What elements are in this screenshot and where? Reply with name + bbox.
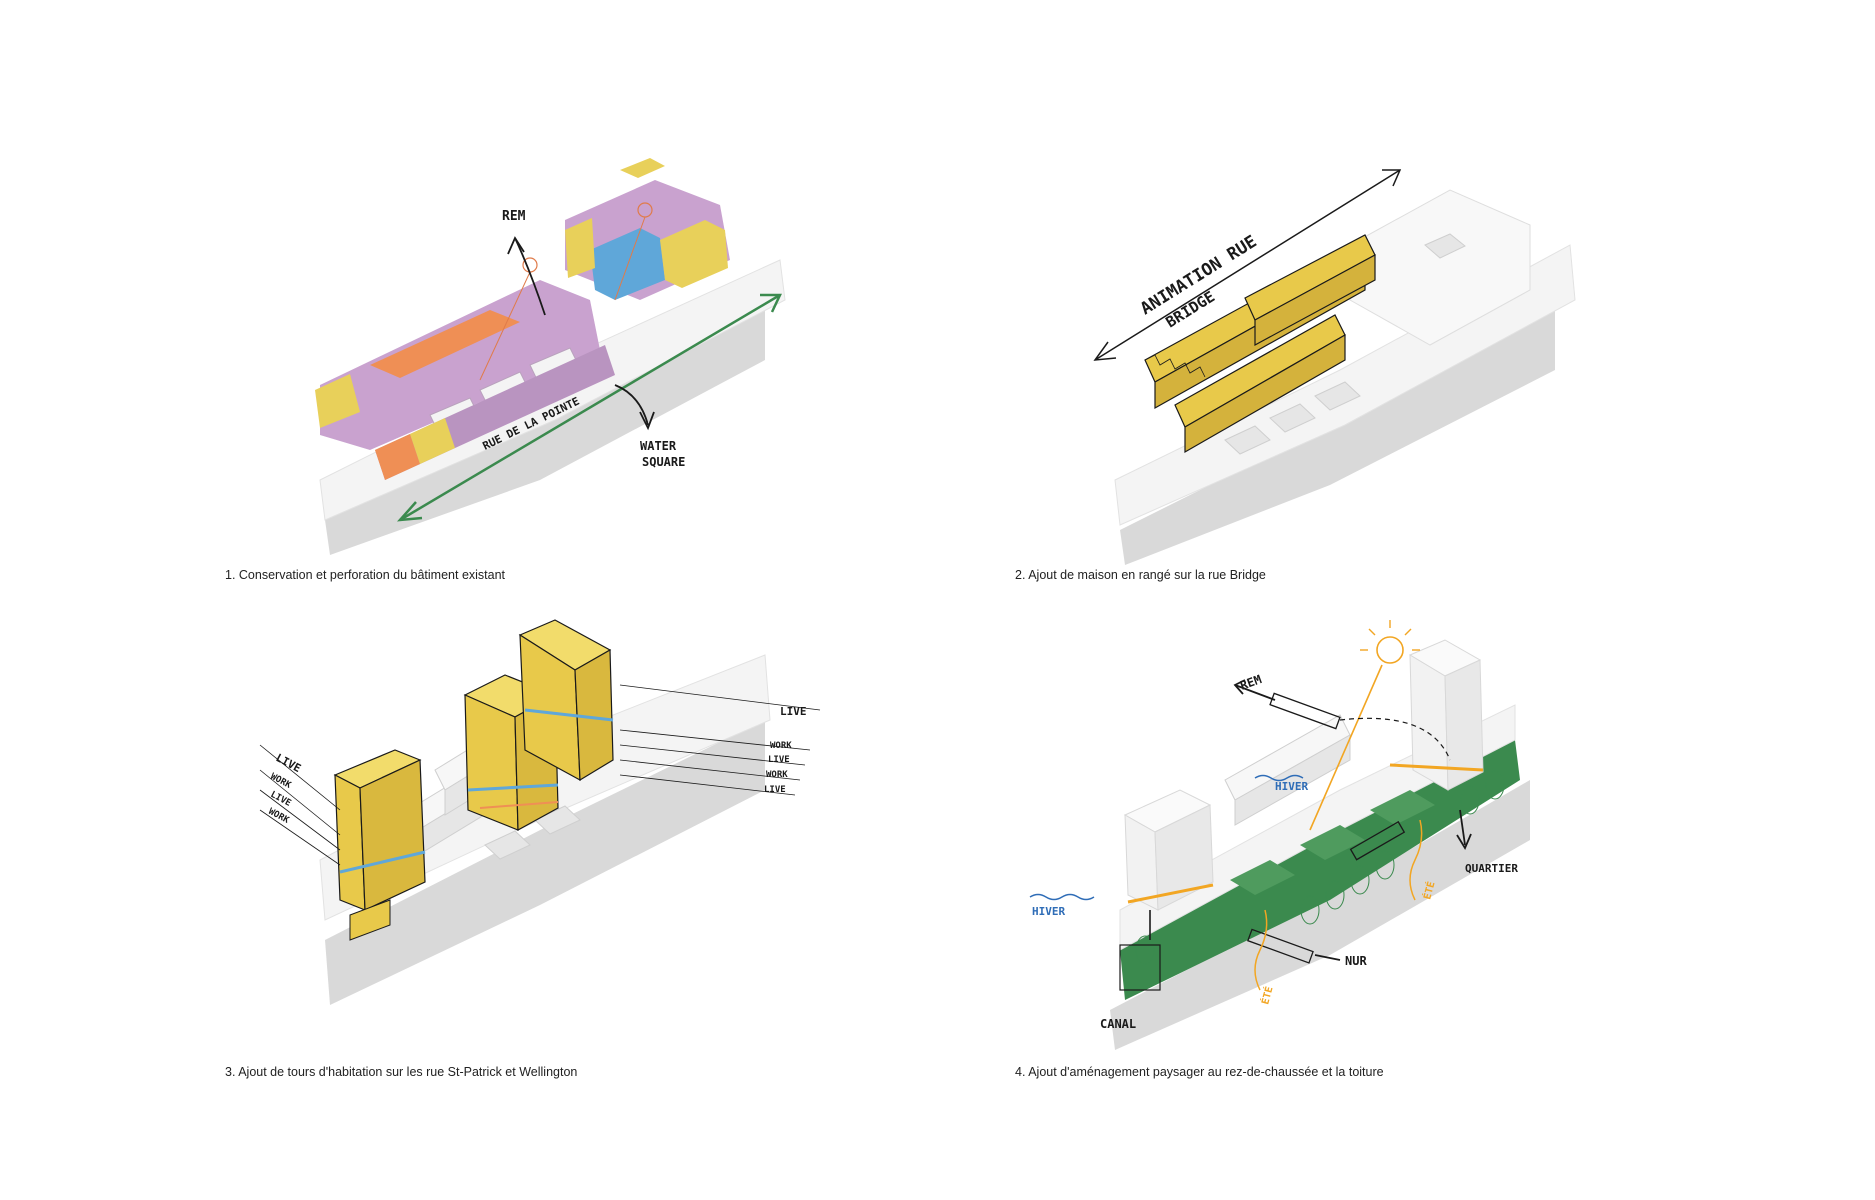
quartier-label: QUARTIER — [1465, 862, 1518, 875]
canal-label: CANAL — [1100, 1017, 1136, 1031]
ete-left-label: ÉTÉ — [1258, 985, 1275, 1006]
left-label-work-1: WORK — [269, 772, 293, 791]
sun-rays — [1360, 620, 1420, 650]
massing-diagram-2: ANIMATION RUE BRIDGE — [1010, 150, 1770, 590]
right-label-live-1: LIVE — [780, 705, 807, 718]
right-label-live-3: LIVE — [764, 785, 786, 795]
left-label-live-1: LIVE — [274, 751, 304, 775]
yellow-block-east-3 — [620, 158, 665, 178]
diagram-panel-4: REM QUARTIER NUR CANAL HIVER HIVER ÉTÉ É… — [1010, 610, 1770, 1110]
massing-diagram-1: RUE DE LA POINTE REM WATER SQUARE — [220, 150, 980, 590]
diagram-panel-3: LIVE WORK LIVE WORK LIVE WORK LIVE WORK … — [220, 610, 980, 1110]
massing-diagram-3: LIVE WORK LIVE WORK LIVE WORK LIVE WORK … — [220, 610, 980, 1050]
right-label-work-2: WORK — [766, 770, 788, 780]
right-label-work-1: WORK — [770, 741, 792, 751]
nur-label: NUR — [1345, 954, 1367, 968]
panel-caption: 2. Ajout de maison en rangé sur la rue B… — [1015, 568, 1266, 582]
rem-label: REM — [1238, 672, 1263, 693]
panel-caption: 3. Ajout de tours d'habitation sur les r… — [225, 1065, 577, 1079]
right-label-live-2: LIVE — [768, 755, 790, 765]
hiver-left-label: HIVER — [1032, 905, 1065, 918]
square-label: SQUARE — [642, 455, 685, 469]
panel-caption: 1. Conservation et perforation du bâtime… — [225, 568, 505, 582]
massing-diagram-4: REM QUARTIER NUR CANAL HIVER HIVER ÉTÉ É… — [1010, 610, 1770, 1050]
rem-label: REM — [502, 209, 526, 224]
sun-icon — [1377, 637, 1403, 663]
hiver-wave-left — [1030, 895, 1094, 900]
panel-caption: 4. Ajout d'aménagement paysager au rez-d… — [1015, 1065, 1384, 1079]
left-label-live-2: LIVE — [269, 790, 293, 809]
water-label: WATER — [640, 439, 677, 453]
diagram-panel-2: ANIMATION RUE BRIDGE 2. Ajout de maison … — [1010, 150, 1770, 650]
hiver-top-label: HIVER — [1275, 780, 1308, 793]
diagram-panel-1: RUE DE LA POINTE REM WATER SQUARE 1. Con… — [220, 150, 980, 650]
